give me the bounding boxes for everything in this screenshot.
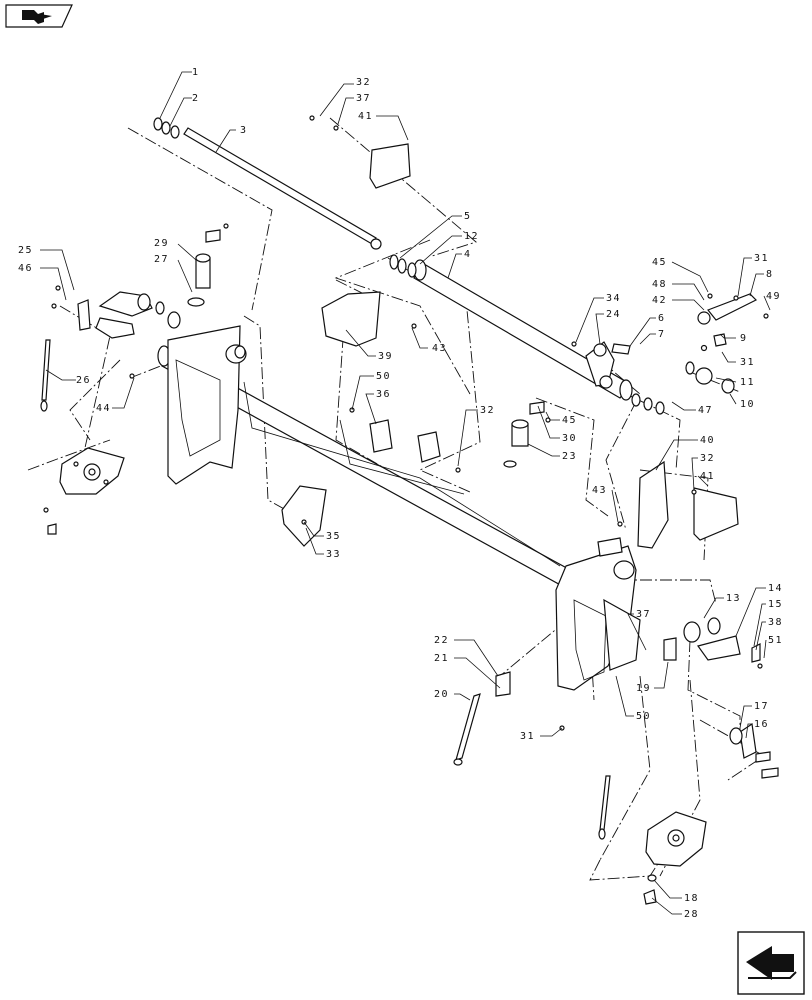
callout-label: 46 [18,263,33,274]
callout-label: 31 [754,253,769,264]
callout-label: 6 [658,313,666,324]
callout-label: 16 [754,719,769,730]
callout-label: 43 [432,343,447,354]
callout-label: 9 [740,333,748,344]
callout-label: 24 [606,309,621,320]
callout-label: 45 [652,257,667,268]
callout-label: 33 [326,549,341,560]
nav-back-button[interactable] [5,4,73,28]
callout-label: 21 [434,653,449,664]
callout-label: 23 [562,451,577,462]
callout-label: 42 [652,295,667,306]
callout-label: 50 [636,711,651,722]
callout-label: 31 [740,357,755,368]
callout-label: 49 [766,291,781,302]
callout-label: 39 [378,351,393,362]
callout-label: 38 [768,617,783,628]
callout-label: 29 [154,238,169,249]
left-mount-plate [47,447,125,535]
callout-label: 37 [356,93,371,104]
long-tube [413,259,633,401]
washers-top-left [153,117,180,139]
callout-label: 34 [606,293,621,304]
leader-lines [40,71,771,915]
callout-label: 43 [592,485,607,496]
callout-label: 48 [652,279,667,290]
right-shield-plate [637,460,739,549]
callout-label: 10 [740,399,755,410]
callout-label: 41 [358,111,373,122]
callout-label: 5 [464,211,472,222]
small-fasteners [43,115,769,731]
long-rod [183,127,382,250]
callout-label: 2 [192,93,200,104]
right-link-assembly [697,293,758,352]
callout-label: 51 [768,635,783,646]
callout-label: 32 [700,453,715,464]
callout-label: 27 [154,254,169,265]
callout-label: 8 [766,269,774,280]
callout-label: 14 [768,583,783,594]
callout-label: 45 [562,415,577,426]
page-turn-arrow-icon [746,946,797,980]
callout-label: 41 [700,471,715,482]
callout-label: 31 [520,731,535,742]
right-bolt-assembly [453,671,511,766]
lower-left-bracket [281,485,327,547]
callout-label: 22 [434,635,449,646]
shield-plate-upper [369,143,411,189]
callout-label: 32 [480,405,495,416]
callout-label: 26 [76,375,91,386]
callout-label: 18 [684,893,699,904]
callout-label: 32 [356,77,371,88]
flag-arrow-icon [22,10,52,24]
center-pivot-bushing [503,401,545,468]
right-arm-lower [663,617,761,663]
callout-label: 19 [636,683,651,694]
right-strut [598,775,611,840]
callout-label: 15 [768,599,783,610]
left-bracket-frame [167,325,247,485]
left-arm-assembly [77,291,181,339]
callout-label: 36 [376,389,391,400]
callout-label: 20 [434,689,449,700]
callout-label: 4 [464,249,472,260]
nav-next-button[interactable] [737,931,805,995]
callout-label: 25 [18,245,33,256]
right-lower-bracket [729,722,779,779]
callout-label: 47 [698,405,713,416]
callout-label: 1 [192,67,200,78]
center-bracket-plate [321,291,381,347]
right-bracket-frame [555,537,641,691]
right-mount-plate [643,811,707,905]
callout-label: 12 [464,231,479,242]
callout-label: 11 [740,377,755,388]
left-strut [40,339,51,412]
callout-label: 28 [684,909,699,920]
callout-label: 50 [376,371,391,382]
callout-labels: 1 2 3 32 37 41 5 12 4 29 27 25 46 26 44 … [18,67,783,920]
callout-label: 13 [726,593,741,604]
callout-label: 3 [240,125,248,136]
right-washers [631,361,735,415]
callout-label: 40 [700,435,715,446]
callout-label: 30 [562,433,577,444]
callout-label: 35 [326,531,341,542]
callout-label: 37 [636,609,651,620]
left-pivot-bushing [187,229,221,307]
right-arm-upper [585,341,631,389]
center-clip-brackets [369,419,441,463]
callout-label: 17 [754,701,769,712]
callout-label: 7 [658,329,666,340]
callout-label: 44 [96,403,111,414]
washers-mid [389,254,417,278]
